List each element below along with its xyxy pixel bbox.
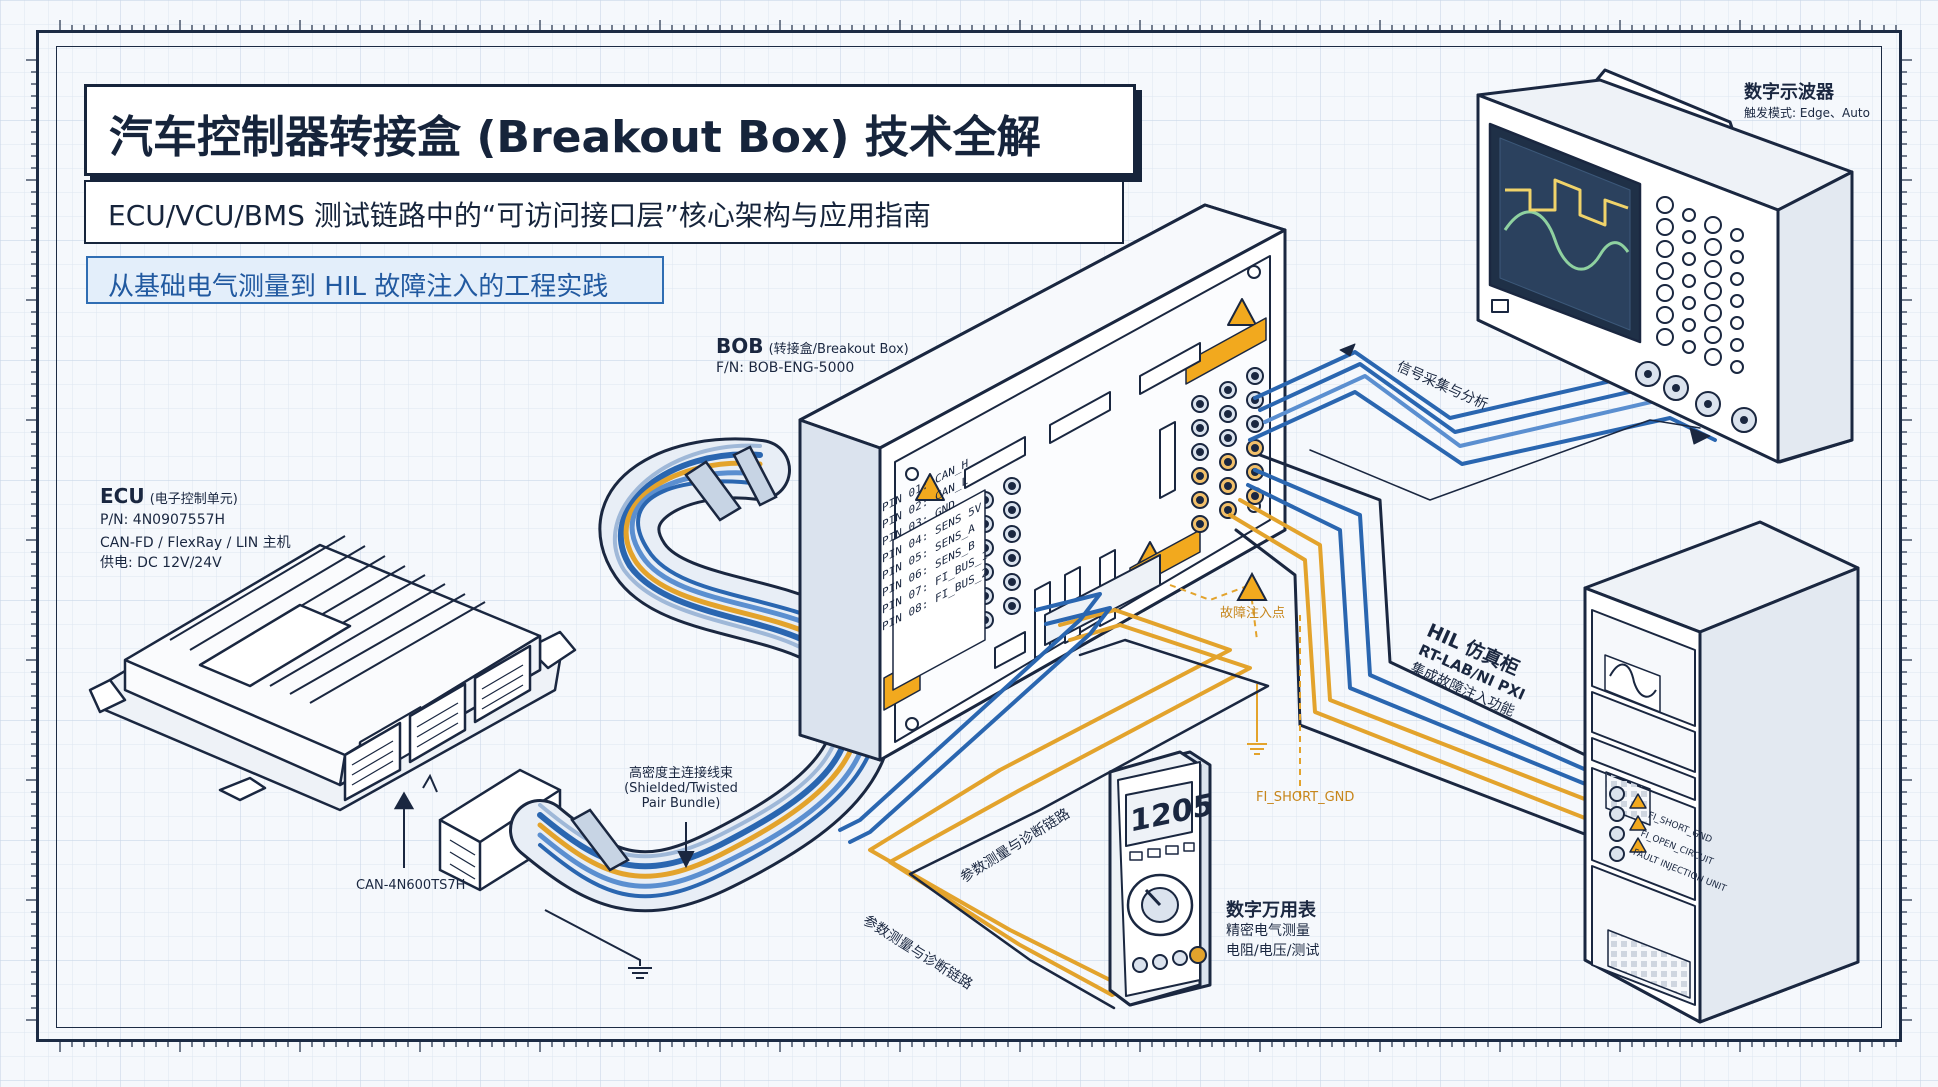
- oscilloscope-knob: [1682, 296, 1696, 310]
- oscilloscope-knob: [1656, 328, 1674, 346]
- harness-label-line1: 高密度主连接线束: [628, 766, 733, 781]
- ground-symbols: [544, 684, 1267, 979]
- oscilloscope-knob: [1682, 340, 1696, 354]
- oscilloscope-knob: [1730, 250, 1744, 264]
- ecu-label-group: ECU (电子控制单元): [100, 484, 238, 508]
- oscilloscope-knob: [1656, 196, 1674, 214]
- oscilloscope-knob: [1656, 240, 1674, 258]
- ecu-connector-label: CAN-4N600TS7H: [356, 878, 466, 893]
- bob-banana-jack-center: [1224, 386, 1232, 394]
- oscilloscope-knob: [1730, 272, 1744, 286]
- oscilloscope-knob: [1682, 274, 1696, 288]
- tagline-box: 从基础电气测量到 HIL 故障注入的工程实践: [86, 256, 664, 304]
- ruler-ticks: [26, 20, 1912, 1052]
- bob-banana-jack-center: [1196, 496, 1204, 504]
- fault-injection-dashed-lines: [1169, 583, 1301, 800]
- oscilloscope-knob: [1730, 360, 1744, 374]
- oscilloscope-knob: [1682, 318, 1696, 332]
- bob-banana-jack-center: [1008, 578, 1016, 586]
- bob-name: BOB: [716, 334, 764, 358]
- breakout-box: [798, 203, 1287, 762]
- oscilloscope-knob: [1730, 338, 1744, 352]
- bob-banana-jack-center: [1251, 372, 1259, 380]
- oscilloscope-name: 数字示波器: [1744, 82, 1834, 103]
- page-subtitle: ECU/VCU/BMS 测试链路中的“可访问接口层”核心架构与应用指南: [108, 199, 931, 232]
- ecu-part-number: P/N: 4N0907557H: [100, 512, 226, 528]
- oscilloscope-knob: [1704, 304, 1722, 322]
- harness-label-line2: (Shielded/Twisted: [624, 781, 738, 796]
- inner-frame: [56, 46, 1882, 1028]
- oscilloscope-knob: [1682, 208, 1696, 222]
- bob-banana-jack-center: [1251, 444, 1259, 452]
- bob-banana-jacks: [976, 367, 1264, 629]
- page-title: 汽车控制器转接盒 (Breakout Box) 技术全解: [109, 112, 1041, 163]
- multimeter-name: 数字万用表: [1226, 900, 1316, 921]
- bob-banana-jack-center: [1196, 424, 1204, 432]
- harness-label: 高密度主连接线束 (Shielded/Twisted Pair Bundle): [596, 762, 766, 811]
- bob-name-note: (转接盒/Breakout Box): [768, 342, 909, 357]
- bob-banana-jack-center: [1251, 492, 1259, 500]
- oscilloscope-knob: [1682, 252, 1696, 266]
- oscilloscope-controls: [1656, 196, 1744, 374]
- bob-banana-jack-center: [1008, 530, 1016, 538]
- multimeter-device: [1108, 750, 1212, 1007]
- multimeter-desc-1: 精密电气测量: [1226, 923, 1310, 939]
- harness-label-line3: Pair Bundle): [641, 796, 721, 811]
- ecu-device: [88, 535, 577, 812]
- oscilloscope-knob: [1704, 348, 1722, 366]
- bob-to-multimeter-wires: [838, 592, 1270, 1010]
- oscilloscope-knob: [1656, 262, 1674, 280]
- oscilloscope-knob: [1704, 238, 1722, 256]
- bob-banana-jack-center: [1224, 434, 1232, 442]
- oscilloscope-knob: [1704, 260, 1722, 278]
- bob-part-number: F/N: BOB-ENG-5000: [716, 360, 855, 376]
- bob-banana-jack-center: [1008, 554, 1016, 562]
- page-tagline: 从基础电气测量到 HIL 故障注入的工程实践: [108, 272, 609, 302]
- oscilloscope-trigger: 触发模式: Edge、Auto: [1744, 106, 1870, 120]
- oscilloscope-knob: [1704, 282, 1722, 300]
- bob-banana-jack-center: [1008, 482, 1016, 490]
- oscilloscope-knob: [1656, 284, 1674, 302]
- bob-banana-jack-center: [1224, 506, 1232, 514]
- bob-banana-jack-center: [1008, 506, 1016, 514]
- fi-short-gnd-label: FI_SHORT_GND: [1256, 790, 1355, 805]
- oscilloscope-knob: [1730, 228, 1744, 242]
- subtitle-box: ECU/VCU/BMS 测试链路中的“可访问接口层”核心架构与应用指南: [84, 180, 1124, 244]
- ecu-name: ECU: [100, 484, 145, 508]
- bob-banana-jack-center: [1251, 420, 1259, 428]
- ecu-power: 供电: DC 12V/24V: [100, 555, 222, 571]
- fault-injection-warning-icon: [1236, 571, 1268, 601]
- bob-banana-jack-center: [1224, 482, 1232, 490]
- multimeter-desc-2: 电阻/电压/测试: [1226, 943, 1320, 959]
- bob-banana-jack-center: [1196, 520, 1204, 528]
- hil-cabinet: [1583, 520, 1860, 1024]
- title-box: 汽车控制器转接盒 (Breakout Box) 技术全解: [84, 84, 1136, 176]
- fault-injection-point-label: 故障注入点: [1220, 606, 1286, 621]
- ecu-bus: CAN-FD / FlexRay / LIN 主机: [100, 535, 291, 551]
- bob-banana-jack-center: [1196, 400, 1204, 408]
- outer-frame: [36, 30, 1902, 1042]
- ecu-name-note: (电子控制单元): [149, 492, 238, 507]
- oscilloscope-knob: [1704, 326, 1722, 344]
- bob-banana-jack-center: [1196, 472, 1204, 480]
- oscilloscope-knob: [1704, 216, 1722, 234]
- oscilloscope-knob: [1682, 230, 1696, 244]
- bob-banana-jack-center: [1008, 602, 1016, 610]
- oscilloscope-knob: [1730, 294, 1744, 308]
- oscilloscope-knob: [1730, 316, 1744, 330]
- harness-label-arrow: [677, 822, 695, 869]
- bob-banana-jack-center: [1224, 410, 1232, 418]
- bob-banana-jack-center: [1196, 448, 1204, 456]
- bob-label-group: BOB (转接盒/Breakout Box): [716, 334, 909, 358]
- oscilloscope-knob: [1656, 306, 1674, 324]
- oscilloscope-device: [1476, 68, 1854, 464]
- oscilloscope-knob: [1656, 218, 1674, 236]
- bob-banana-jack-center: [1224, 458, 1232, 466]
